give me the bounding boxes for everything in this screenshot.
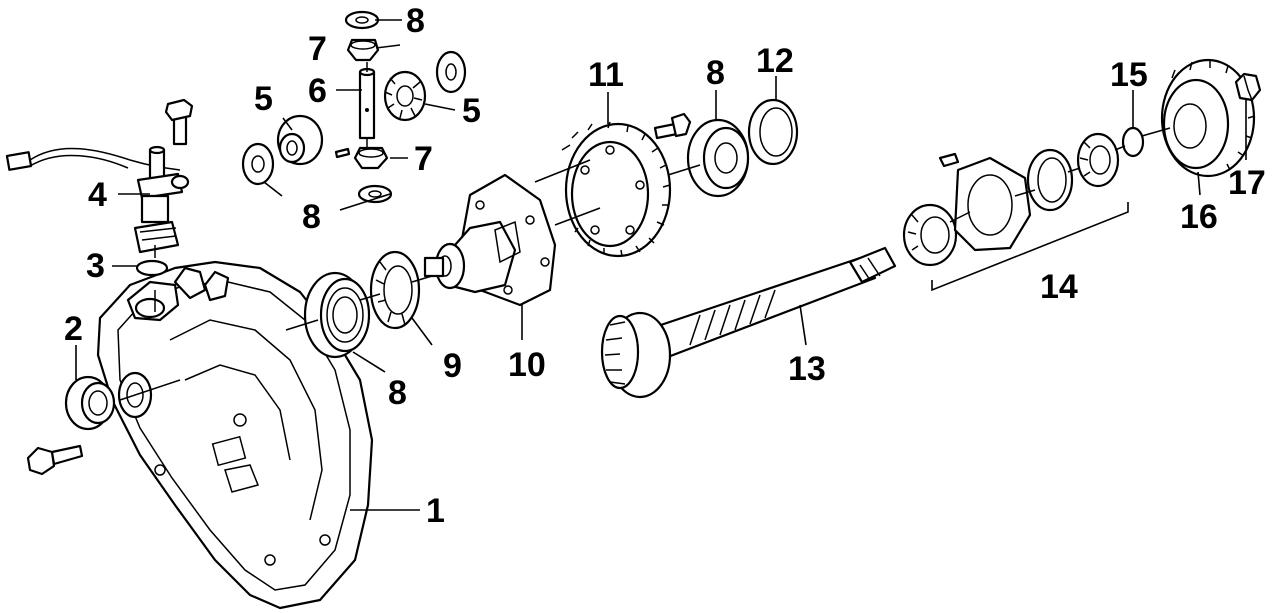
snap-ring bbox=[1121, 126, 1145, 158]
callout-10: 10 bbox=[508, 346, 546, 384]
ring-gear-bolt bbox=[653, 112, 692, 140]
bearing-assembly bbox=[902, 132, 1120, 267]
thrust-washer-bottom bbox=[357, 184, 393, 204]
callout-8-bearing-right: 8 bbox=[706, 54, 725, 92]
differential-bearing-right bbox=[686, 118, 750, 198]
pinion-gear-bottom bbox=[353, 146, 389, 170]
callout-8-bearing-left: 8 bbox=[388, 374, 407, 412]
callout-15: 15 bbox=[1110, 56, 1148, 94]
callout-6: 6 bbox=[308, 72, 327, 110]
callout-13: 13 bbox=[788, 350, 826, 388]
lock-pin bbox=[334, 147, 351, 159]
callout-7-bottom: 7 bbox=[414, 140, 433, 178]
callout-17: 17 bbox=[1228, 164, 1266, 202]
drive-gear bbox=[1160, 58, 1256, 178]
callout-5-left: 5 bbox=[254, 80, 273, 118]
callout-5-right: 5 bbox=[462, 92, 481, 130]
side-gear-right bbox=[383, 70, 427, 122]
callout-14: 14 bbox=[1040, 268, 1078, 306]
callout-11: 11 bbox=[588, 56, 624, 94]
differential-case bbox=[423, 173, 557, 307]
callout-3: 3 bbox=[86, 247, 105, 285]
callout-4: 4 bbox=[88, 176, 107, 214]
oil-seal bbox=[64, 375, 116, 431]
callout-16: 16 bbox=[1180, 198, 1218, 236]
seal-ring bbox=[747, 98, 799, 166]
lock-nut bbox=[1234, 72, 1262, 102]
callout-1: 1 bbox=[426, 492, 445, 530]
transaxle-case bbox=[96, 260, 374, 610]
callout-9: 9 bbox=[443, 347, 462, 385]
ring-gear bbox=[561, 121, 672, 258]
pinion-shaft bbox=[358, 67, 376, 140]
side-gear-left bbox=[276, 114, 324, 166]
callout-8-top: 8 bbox=[406, 2, 425, 40]
callout-2: 2 bbox=[64, 310, 83, 348]
differential-bearing-left bbox=[303, 271, 371, 359]
callout-7-top: 7 bbox=[308, 30, 327, 68]
thrust-washer-left bbox=[241, 142, 275, 186]
thrust-washer-top bbox=[344, 10, 380, 30]
case-bolt bbox=[26, 444, 84, 476]
callout-12: 12 bbox=[756, 42, 794, 80]
output-shaft bbox=[600, 246, 897, 399]
callout-8-middle: 8 bbox=[302, 198, 321, 236]
pinion-gear-top bbox=[346, 38, 380, 62]
speed-sensor-assembly bbox=[5, 98, 194, 254]
callout-labels: 1 2 3 4 5 5 6 7 7 8 8 8 8 9 10 11 12 13 … bbox=[64, 2, 1266, 530]
thrust-washer-right bbox=[435, 50, 467, 94]
leader-lines bbox=[75, 19, 1247, 511]
bracket-14 bbox=[931, 202, 1129, 292]
o-ring bbox=[135, 259, 169, 277]
bearing-race bbox=[369, 250, 421, 330]
